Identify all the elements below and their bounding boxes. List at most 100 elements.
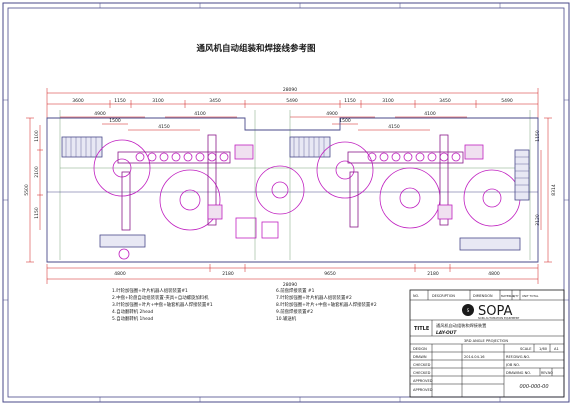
tb-job-label: JOB NO. xyxy=(505,363,520,367)
dim-upper-3: 1500 xyxy=(109,118,121,124)
equipment-legend: 1.叶轮加强圈+叶片机器人组装装置#1 2.中盘+轮盘自动组装装置-夹具+自动螺… xyxy=(112,287,377,322)
vertical-transfer-3 xyxy=(349,171,359,228)
dim-bottom-5: 4800 xyxy=(488,271,500,277)
right-conveyor-top xyxy=(289,136,331,158)
legend-item-5: 5.自动翻转机 1head xyxy=(112,315,154,322)
tb-projection: 3RD ANGLE PROJECTION xyxy=(464,339,508,343)
right-conveyor-bottom xyxy=(459,237,521,251)
dim-upper-7: 1500 xyxy=(339,118,351,124)
robot-reach-circle-3 xyxy=(255,165,305,215)
left-conveyor-bottom xyxy=(99,234,146,248)
dim-bottom-3: 9650 xyxy=(324,271,336,277)
dim-upper-2: 4100 xyxy=(194,111,206,117)
dim-top-7: 3100 xyxy=(382,98,394,104)
dim-top-9: 5490 xyxy=(501,98,513,104)
tb-col-dimension: DIMENSION xyxy=(473,294,493,298)
tb-drawing-number: 000-000-00 xyxy=(519,384,548,390)
dimension-labels: 28090 3600 1150 3100 3450 5490 1150 3100… xyxy=(72,87,513,288)
tb-title-value: 通风机自动组装和焊接装置 xyxy=(436,322,486,329)
tb-col-no: NO. xyxy=(413,294,419,298)
tb-rev-label: REV.NO xyxy=(541,371,553,375)
transfer-rollers-left xyxy=(117,151,231,164)
robot-base-6 xyxy=(482,188,502,208)
tb-row-approved-1: APPROVED xyxy=(413,379,433,383)
dim-left-1: 1100 xyxy=(34,130,40,142)
left-conveyor-top xyxy=(61,136,103,158)
svg-text:S: S xyxy=(467,308,470,313)
legend-item-7: 7.叶轮加强圈+叶片机器人组装装置#2 xyxy=(276,294,352,301)
robot-base-5 xyxy=(399,187,421,209)
tb-col-description: DESCRIPTION xyxy=(432,294,455,298)
dim-bottom-4: 2180 xyxy=(427,271,439,277)
robot-reach-circle-2 xyxy=(159,169,221,231)
dim-top-1: 3600 xyxy=(72,98,84,104)
tb-col-qty: QTY xyxy=(513,294,519,298)
tb-scale-label: SCALE xyxy=(520,347,532,351)
tb-title-label: TITLE xyxy=(414,326,430,332)
legend-item-3: 3.叶轮加强圈+叶片+中盘+轴套机器人焊接装置#1 xyxy=(112,301,213,308)
sheet-inner-border xyxy=(7,7,565,398)
title-block xyxy=(409,289,565,398)
sopa-logo-icon: S xyxy=(462,304,474,316)
legend-item-4: 4.自动翻转机 2head xyxy=(112,308,154,315)
tb-subtitle: LAY-OUT xyxy=(436,330,457,336)
tb-row-checked-1: CHECKED xyxy=(413,363,431,367)
legend-item-8: 8.叶轮加强圈+叶片+中盘+轴套机器人焊接装置#2 xyxy=(276,301,377,308)
zone-ticks xyxy=(3,3,569,402)
dim-left-4: 5500 xyxy=(24,184,30,196)
dim-top-total: 28090 xyxy=(283,87,297,93)
robot-reach-circle-4 xyxy=(316,141,374,199)
dim-top-8: 3450 xyxy=(439,98,451,104)
dim-top-6: 1150 xyxy=(344,98,356,104)
dim-top-3: 3100 xyxy=(152,98,164,104)
dim-top-5: 5490 xyxy=(286,98,298,104)
tb-row-design: DESIGN xyxy=(413,347,427,351)
tb-col-unit-total: UNIT TOTAL xyxy=(522,294,539,298)
vertical-transfer-1 xyxy=(121,171,131,231)
dim-left-3: 1150 xyxy=(34,207,40,219)
dim-bottom-2: 2180 xyxy=(222,271,234,277)
dim-left-2: 2100 xyxy=(34,166,40,178)
dim-upper-6: 4100 xyxy=(424,111,436,117)
dim-right-2: 8314 xyxy=(551,184,557,196)
tb-row-drawn-date: 2014.04.16 xyxy=(464,355,485,359)
dim-upper-1: 4900 xyxy=(94,111,106,117)
dim-upper-8: 4150 xyxy=(388,124,400,130)
legend-item-1: 1.叶轮加强圈+叶片机器人组装装置#1 xyxy=(112,287,188,294)
left-bottom-fixture xyxy=(118,248,130,260)
brand-subtitle: SOPA AUTOMATION EQUIPMENT xyxy=(478,316,520,320)
guide-lines xyxy=(59,110,531,260)
welding-station-2 xyxy=(437,204,453,220)
vertical-transfer-4 xyxy=(439,134,449,226)
welding-station-1 xyxy=(207,204,223,220)
legend-item-10: 10.输送机 xyxy=(276,315,297,322)
station-group-right xyxy=(255,134,530,251)
dim-upper-5: 4900 xyxy=(326,111,338,117)
turnover-station-2 xyxy=(464,144,484,160)
tb-row-drawn: DRAWN xyxy=(413,355,427,359)
dimension-lines xyxy=(26,88,552,284)
legend-item-6: 6.前盘焊接装置 #1 xyxy=(276,287,315,294)
tb-col-material: MATERIAL xyxy=(501,294,515,298)
right-conveyor-vertical xyxy=(514,149,530,201)
dim-top-4: 3450 xyxy=(209,98,221,104)
turnover-station-1 xyxy=(234,144,254,160)
robot-base-3 xyxy=(271,181,289,199)
floor-outline xyxy=(46,117,539,263)
dim-top-2: 1150 xyxy=(114,98,126,104)
dim-bottom-1: 4800 xyxy=(114,271,126,277)
legend-item-2: 2.中盘+轮盘自动组装装置-夹具+自动螺旋加料机 xyxy=(112,294,209,301)
tb-row-checked-2: CHECKED xyxy=(413,371,431,375)
tb-row-approved-2: APPROVED xyxy=(413,388,433,392)
robot-base-2 xyxy=(179,189,201,211)
tb-drawing-label: DRAWING NO. xyxy=(506,371,531,375)
drawing-title: 通风机自动组装和焊接线参考图 xyxy=(196,43,315,54)
dim-bottom-total: 28090 xyxy=(283,282,297,288)
vertical-transfer-2 xyxy=(207,134,217,226)
legend-item-9: 9.前盘焊接装置#2 xyxy=(276,308,313,315)
tb-ref-label: REF.DWG.NO. xyxy=(506,355,530,359)
title-block-text: NO. DESCRIPTION DIMENSION MATERIAL QTY U… xyxy=(413,294,559,392)
station-group-left xyxy=(61,134,257,260)
